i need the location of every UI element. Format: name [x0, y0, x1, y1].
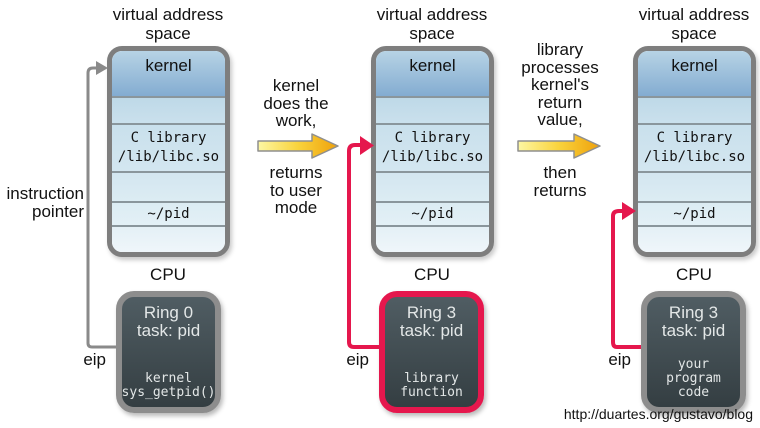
- map3-spacer-band-3: [638, 225, 751, 252]
- task-label-1: task: pid: [136, 321, 201, 340]
- map2-clibrary-band: C library /lib/libc.so: [376, 123, 489, 171]
- transition1-bottom-text: returns to user mode: [269, 163, 323, 217]
- map1-clibrary-band: C library /lib/libc.so: [112, 123, 225, 171]
- transition1-top-text: kernel does the work,: [263, 76, 329, 130]
- cpu-box-ring0: Ring 0 task: pid kernel sys_getpid(): [116, 291, 221, 413]
- map2-pid-band: ~/pid: [376, 201, 489, 225]
- column1-title: virtual address space: [112, 5, 224, 43]
- memory-map-3: kernel C library /lib/libc.so ~/pid: [633, 46, 756, 257]
- eip-label-3: eip: [608, 350, 631, 369]
- memory-map-2: kernel C library /lib/libc.so ~/pid: [371, 46, 494, 257]
- running-code-2: library function: [400, 371, 463, 400]
- map2-kernel-band: kernel: [376, 51, 489, 96]
- transition-arrow-2: [517, 133, 601, 159]
- map3-spacer-band-1: [638, 96, 751, 123]
- map3-clibrary-band: C library /lib/libc.so: [638, 123, 751, 171]
- task-label-2: task: pid: [399, 321, 464, 340]
- cpu-label-3: CPU: [676, 265, 712, 284]
- map2-spacer-band-3: [376, 225, 489, 252]
- map1-spacer-band-3: [112, 225, 225, 252]
- running-code-3: your program code: [666, 357, 721, 400]
- cpu-box-ring3-library: Ring 3 task: pid library function: [379, 291, 484, 413]
- instruction-pointer-label: instruction pointer: [6, 184, 84, 221]
- credit-url: http://duartes.org/gustavo/blog: [563, 406, 753, 422]
- map3-pid-band: ~/pid: [638, 201, 751, 225]
- map3-kernel-band: kernel: [638, 51, 751, 96]
- memory-map-1: kernel C library /lib/libc.so ~/pid: [107, 46, 230, 257]
- map1-spacer-band-2: [112, 171, 225, 201]
- ring-level-2: Ring 3: [406, 303, 457, 322]
- eip-label-2: eip: [346, 350, 369, 369]
- map1-kernel-band: kernel: [112, 51, 225, 96]
- running-code-1: kernel sys_getpid(): [121, 371, 216, 400]
- transition2-bottom-text: then returns: [533, 163, 587, 200]
- map2-spacer-band-1: [376, 96, 489, 123]
- column3-title: virtual address space: [638, 5, 750, 43]
- column2-title: virtual address space: [376, 5, 488, 43]
- map1-spacer-band-1: [112, 96, 225, 123]
- eip-label-1: eip: [83, 350, 106, 369]
- ring-level-3: Ring 3: [668, 303, 719, 322]
- cpu-label-1: CPU: [150, 265, 186, 284]
- transition-arrow-1: [257, 133, 339, 159]
- ring-level-1: Ring 0: [143, 303, 194, 322]
- transition2-top-text: library processes kernel's return value,: [521, 40, 599, 129]
- map3-spacer-band-2: [638, 171, 751, 201]
- cpu-label-2: CPU: [414, 265, 450, 284]
- cpu-box-ring3-program: Ring 3 task: pid your program code: [641, 291, 746, 413]
- map2-spacer-band-2: [376, 171, 489, 201]
- task-label-3: task: pid: [661, 321, 726, 340]
- map1-pid-band: ~/pid: [112, 201, 225, 225]
